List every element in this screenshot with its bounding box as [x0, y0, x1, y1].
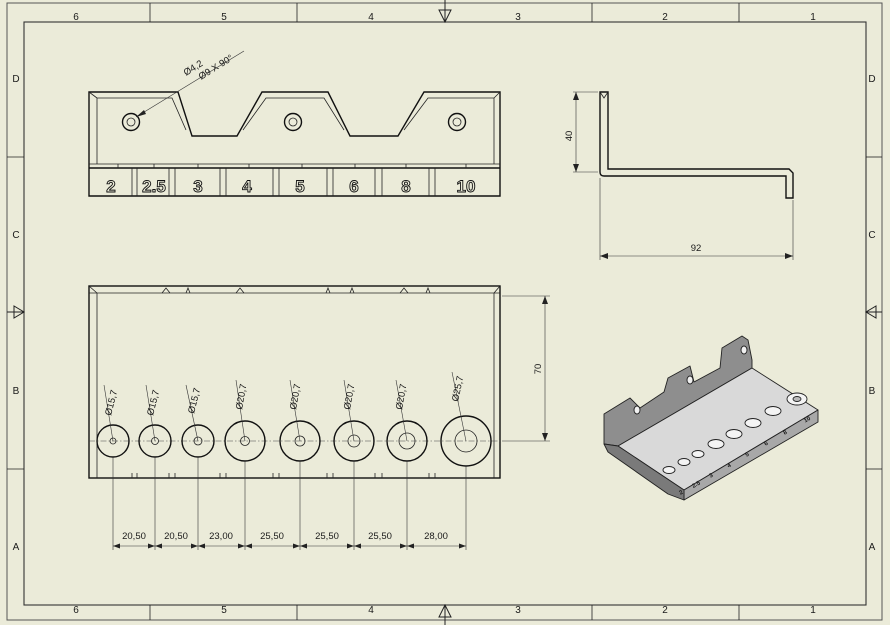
top-view-outline — [88, 285, 501, 479]
hole-dia-4: Ø20,7 — [234, 383, 249, 410]
front-mount-hole-1 — [121, 112, 141, 132]
zone-col-top-1: 6 — [73, 12, 79, 23]
spacing-4: 25,50 — [260, 531, 284, 542]
zone-col-bottom-1: 6 — [73, 605, 79, 616]
front-label-5: 5 — [295, 177, 304, 196]
spacing-7: 28,00 — [424, 531, 448, 542]
top-depth-dim: 70 — [533, 364, 544, 375]
zone-row-right-b: B — [869, 386, 876, 397]
zone-col-top-4: 3 — [515, 12, 521, 23]
zone-row-left-c: C — [12, 230, 19, 241]
isometric-view — [603, 335, 819, 501]
spacing-5: 25,50 — [315, 531, 339, 542]
iso-label-8: 8 — [783, 429, 789, 436]
zone-col-bottom-6: 1 — [810, 605, 816, 616]
zone-col-top-6: 1 — [810, 12, 816, 23]
zone-row-right-d: D — [868, 74, 875, 85]
sheet-outer-border — [6, 2, 883, 621]
label-strip-separators — [117, 164, 467, 196]
front-label-2: 2 — [106, 177, 115, 196]
front-label-4: 4 — [242, 177, 252, 196]
iso-label-2-5: 2.5 — [691, 480, 702, 490]
zone-col-top-3: 4 — [368, 12, 374, 23]
top-view-bottom-ticks — [131, 473, 436, 478]
spacing-2: 20,50 — [164, 531, 188, 542]
front-label-6: 6 — [349, 177, 358, 196]
side-height-dim: 40 — [564, 131, 575, 142]
hole-dia-8: Ø25,7 — [450, 375, 466, 403]
zone-col-bottom-4: 3 — [515, 605, 521, 616]
zone-row-left-a: A — [13, 542, 20, 553]
spacing-6: 25,50 — [368, 531, 392, 542]
front-label-10: 10 — [457, 177, 476, 196]
iso-label-2: 2 — [679, 489, 685, 496]
zone-col-bottom-2: 5 — [221, 605, 227, 616]
iso-label-10: 10 — [803, 416, 812, 425]
hole-dia-7: Ø20,7 — [394, 383, 409, 410]
hole-dia-5: Ø20,7 — [288, 383, 303, 410]
zone-row-right-c: C — [868, 230, 875, 241]
zone-col-bottom-3: 4 — [368, 605, 374, 616]
front-view-outline — [88, 91, 501, 197]
iso-label-6: 6 — [764, 440, 770, 447]
iso-engraved-labels: 2 2.5 3 4 5 6 8 10 — [679, 416, 813, 497]
iso-label-5: 5 — [745, 451, 751, 458]
zone-row-left-b: B — [13, 386, 20, 397]
iso-label-4: 4 — [727, 462, 733, 469]
side-view: 40 92 — [564, 91, 794, 260]
iso-label-3: 3 — [709, 472, 715, 479]
front-mount-hole-3 — [447, 112, 467, 132]
centering-marks — [7, 0, 882, 625]
front-label-8: 8 — [401, 177, 410, 196]
zone-col-top-5: 2 — [662, 12, 668, 23]
front-label-2-5: 2.5 — [142, 177, 166, 196]
front-view: Ø4,2 Ø9 X 90° 2 2.5 3 4 5 6 8 10 — [88, 50, 501, 197]
front-label-3: 3 — [193, 177, 202, 196]
zone-col-top-2: 5 — [221, 12, 227, 23]
spacing-1: 20,50 — [122, 531, 146, 542]
front-mount-hole-2 — [283, 112, 303, 132]
zone-col-bottom-5: 2 — [662, 605, 668, 616]
hole-dia-6: Ø20,7 — [342, 383, 357, 410]
zone-row-left-d: D — [12, 74, 19, 85]
zone-ticks — [7, 3, 882, 620]
side-width-dim: 92 — [691, 243, 702, 254]
side-view-profile — [599, 91, 794, 199]
zone-row-right-a: A — [869, 542, 876, 553]
spacing-3: 23,00 — [209, 531, 233, 542]
